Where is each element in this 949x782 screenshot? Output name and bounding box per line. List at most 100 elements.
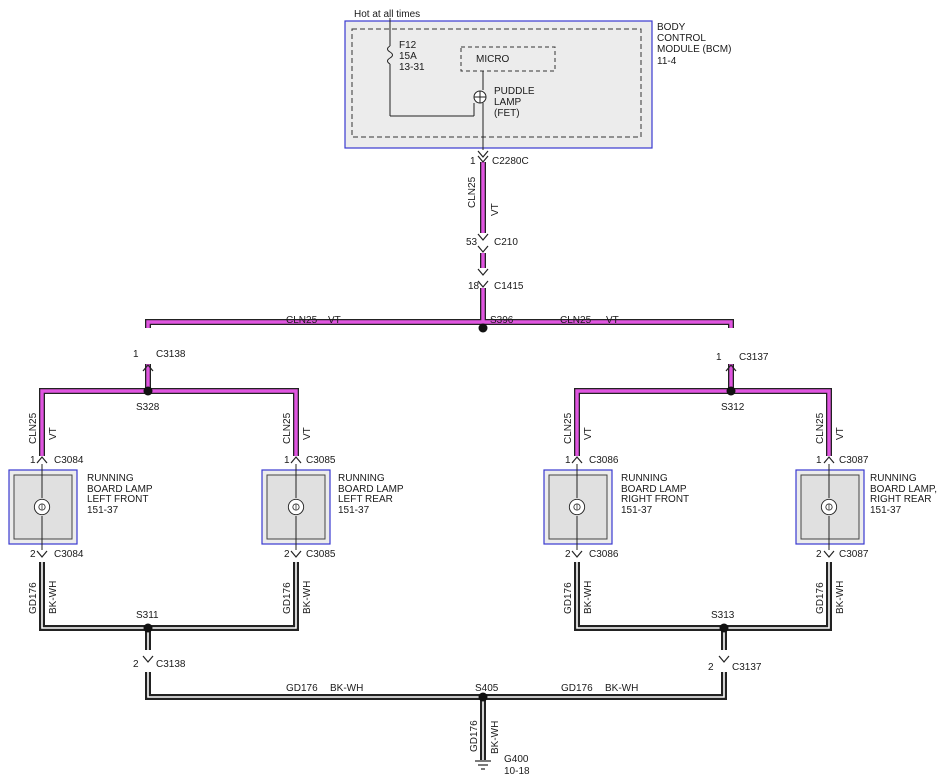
lf-name-1: RUNNING (87, 473, 134, 484)
lamp-icon (820, 498, 838, 516)
c3138-gnd-pin: 2 (133, 659, 139, 670)
rr-vt-circuit: CLN25 (815, 412, 826, 444)
lf-vt-circuit: CLN25 (28, 412, 39, 444)
bcm-connector-pin: 1 (470, 156, 476, 167)
rf-name-3: RIGHT FRONT (621, 494, 689, 505)
rf-vt-color: VT (583, 427, 594, 440)
s312-label: S312 (721, 402, 745, 413)
left-trunk-color: VT (328, 315, 341, 326)
bcm-name-1: BODY (657, 22, 686, 33)
bcm-module (344, 18, 653, 150)
fuse-rating: 15A (399, 51, 417, 62)
g400-label: G400 (504, 754, 529, 765)
lr-vt-circuit: CLN25 (282, 412, 293, 444)
rf-vt-circuit: CLN25 (563, 412, 574, 444)
lf-name-3: LEFT FRONT (87, 494, 148, 505)
lf-c1-name: C3084 (54, 455, 84, 466)
rf-c2-name: C3086 (589, 549, 619, 560)
lf-c2-pin: 2 (30, 549, 36, 560)
rr-c2-pin: 2 (816, 549, 822, 560)
fuse-icon (387, 45, 393, 65)
rf-gd-color: BK-WH (583, 581, 594, 614)
lf-gd-circuit: GD176 (28, 582, 39, 614)
c210-pin: 53 (466, 237, 478, 248)
lr-name-4: 151-37 (338, 505, 370, 516)
rf-c1-name: C3086 (589, 455, 619, 466)
c1415-name: C1415 (494, 281, 524, 292)
rf-name-1: RUNNING (621, 473, 668, 484)
lf-name-4: 151-37 (87, 505, 119, 516)
c3138-pin: 1 (133, 349, 139, 360)
left-trunk-circuit: CLN25 (286, 315, 318, 326)
rf-name-2: BOARD LAMP (621, 484, 687, 495)
lr-c1-name: C3085 (306, 455, 336, 466)
trunk-wire-color: VT (490, 203, 501, 216)
s311-label: S311 (136, 610, 159, 621)
lr-gd-circuit: GD176 (282, 582, 293, 614)
right-trunk-circuit: CLN25 (560, 315, 592, 326)
fuse-name: F12 (399, 40, 417, 51)
bcm-name-3: MODULE (BCM) (657, 44, 731, 55)
c3138-name: C3138 (156, 349, 186, 360)
lr-c2-pin: 2 (284, 549, 290, 560)
c3137-pin: 1 (716, 352, 722, 363)
lamp-leads (41, 464, 830, 550)
s405-label: S405 (475, 683, 499, 694)
lamp-icon (287, 498, 305, 516)
lf-vt-color: VT (48, 427, 59, 440)
lr-name-2: BOARD LAMP (338, 484, 404, 495)
lamp-icon (568, 498, 586, 516)
micro-label: MICRO (476, 54, 510, 65)
rr-name-3: RIGHT REAR (870, 494, 932, 505)
splice-dots (143, 323, 736, 702)
right-gnd-color: BK-WH (605, 683, 638, 694)
left-gnd-circuit: GD176 (286, 683, 318, 694)
supply-label: Hot at all times (354, 9, 420, 20)
lr-c2-name: C3085 (306, 549, 336, 560)
c3138-gnd-name: C3138 (156, 659, 186, 670)
lamp-left-front (8, 469, 78, 545)
c3137-name: C3137 (739, 352, 769, 363)
rr-c2-name: C3087 (839, 549, 869, 560)
trunk-wire-circuit: CLN25 (467, 176, 478, 208)
rf-c1-pin: 1 (565, 455, 571, 466)
left-gnd-color: BK-WH (330, 683, 363, 694)
lr-c1-pin: 1 (284, 455, 290, 466)
rr-gd-circuit: GD176 (815, 582, 826, 614)
rf-c2-pin: 2 (565, 549, 571, 560)
rr-vt-color: VT (835, 427, 846, 440)
right-trunk-color: VT (606, 315, 619, 326)
s396-label: S396 (490, 315, 514, 326)
lr-name-3: LEFT REAR (338, 494, 393, 505)
bcm-connector-name: C2280C (492, 156, 529, 167)
rr-gd-color: BK-WH (835, 581, 846, 614)
fet-label-3: (FET) (494, 108, 520, 119)
rr-name-1: RUNNING (870, 473, 917, 484)
c3137-gnd-pin: 2 (708, 662, 714, 673)
rf-gd-circuit: GD176 (563, 582, 574, 614)
ground-icon (475, 760, 491, 770)
right-gnd-circuit: GD176 (561, 683, 593, 694)
connector-arrows (36, 150, 835, 663)
rr-c1-name: C3087 (839, 455, 869, 466)
drop-gnd-circuit: GD176 (469, 720, 480, 752)
lf-c1-pin: 1 (30, 455, 36, 466)
c210-name: C210 (494, 237, 518, 248)
lf-name-2: BOARD LAMP (87, 484, 153, 495)
rf-name-4: 151-37 (621, 505, 653, 516)
s328-label: S328 (136, 402, 160, 413)
lf-c2-name: C3084 (54, 549, 84, 560)
c1415-pin: 18 (468, 281, 480, 292)
vt-wire-group (39, 162, 832, 456)
lamp-right-rear (795, 469, 865, 545)
micro-box (460, 46, 556, 72)
g400-ref: 10-18 (504, 766, 530, 777)
lamp-right-front (543, 469, 613, 545)
rr-name-4: 151-37 (870, 505, 902, 516)
lr-name-1: RUNNING (338, 473, 385, 484)
lamp-icon (33, 498, 51, 516)
fet-label-2: LAMP (494, 97, 522, 108)
c3137-gnd-name: C3137 (732, 662, 762, 673)
fuse-ref: 13-31 (399, 62, 425, 73)
